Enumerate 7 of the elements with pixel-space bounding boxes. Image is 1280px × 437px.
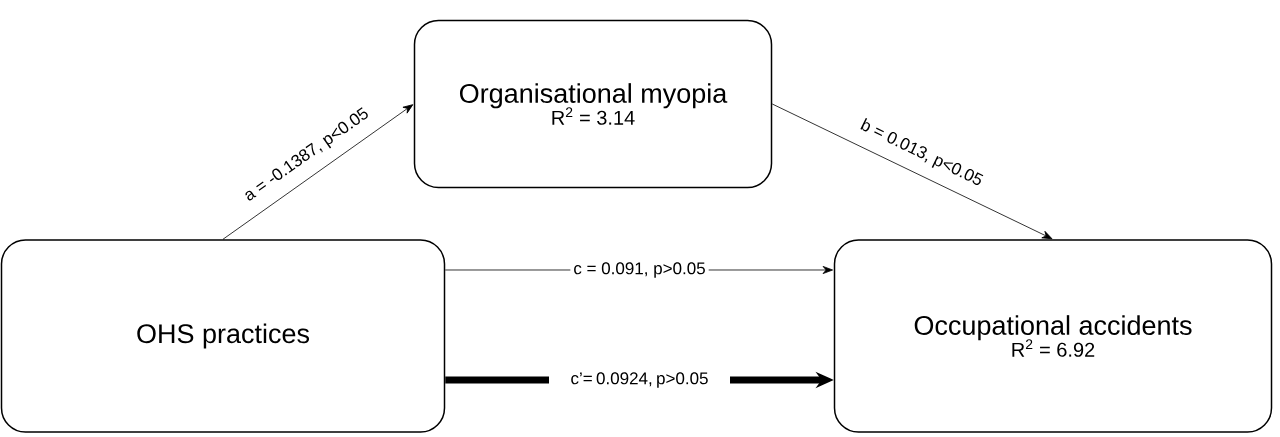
arrow	[771, 103, 1053, 240]
process-box: Organisational myopia R$^{2}$ = 3.14	[413, 19, 773, 189]
edge-label: c’= 0.0924, p>0.05	[549, 369, 730, 391]
process-box: Occupational accidents R$^{2}$ = 6.92	[833, 239, 1273, 433]
arrow	[222, 104, 414, 240]
edge-label: c = 0.091, p>0.05	[570, 259, 709, 281]
process-box: OHS practices	[0, 239, 446, 433]
